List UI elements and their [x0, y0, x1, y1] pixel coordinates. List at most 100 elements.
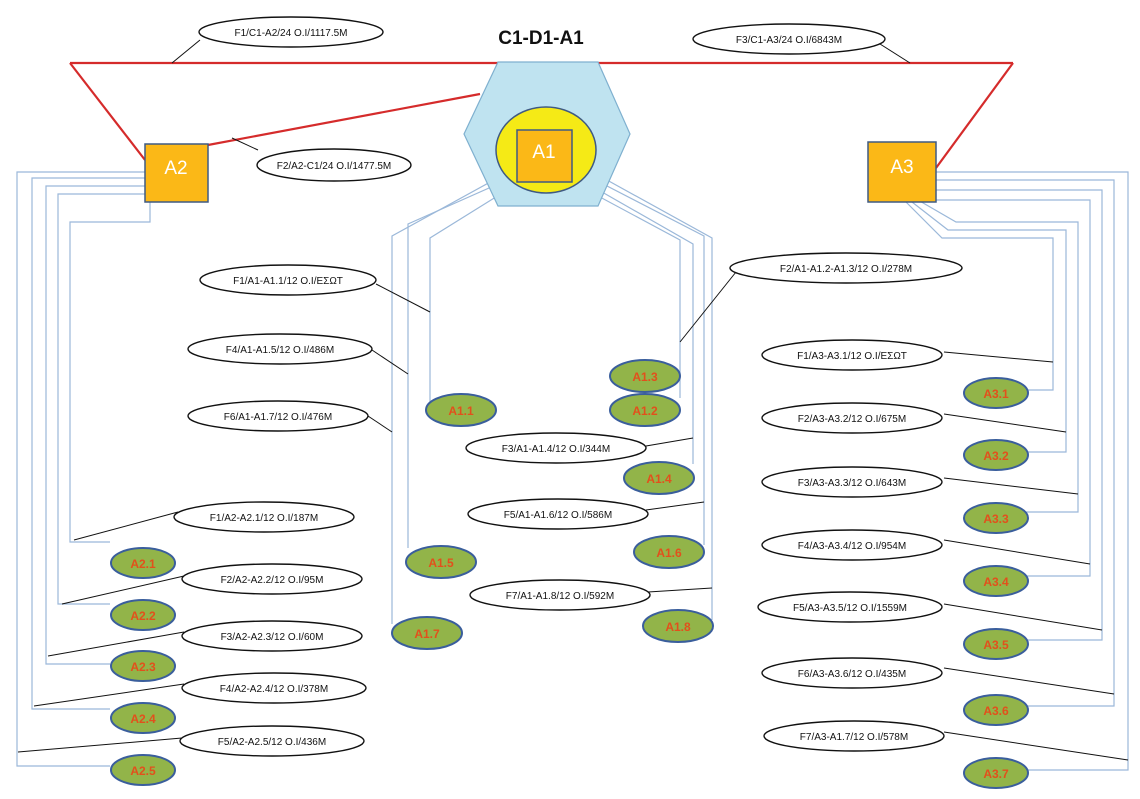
- label-bubble-a3-7: [763, 720, 945, 752]
- label-bubble-a2-2: [181, 563, 363, 595]
- node-a3-1: [963, 377, 1029, 409]
- label-bubble-a1-1: [199, 264, 377, 296]
- box-a2: [144, 143, 209, 203]
- box-a1: [516, 129, 573, 183]
- label-bubble-a1-5: [187, 333, 373, 365]
- trunk-labels: F1/C1-A2/24 O.I/1117.5M F2/A2-C1/24 O.I/…: [198, 16, 886, 182]
- node-a1-6: [633, 535, 705, 569]
- leader-a1-23: [679, 271, 737, 343]
- node-a1-4: [623, 461, 695, 495]
- label-a1-5: F4/A1-A1.5/12 O.I/486M: [226, 345, 334, 356]
- ring-right-diagonal: [935, 62, 1014, 169]
- leader-a1-5: [371, 349, 409, 375]
- cable-a1-4: [573, 175, 694, 464]
- label-a2-5: F5/A2-A2.5/12 O.I/436M: [218, 737, 326, 748]
- leader-lines: [17, 39, 1129, 761]
- node-a1-1: [425, 393, 497, 427]
- label-bubble-a1-6: [467, 498, 649, 530]
- label-a3-4: F4/A3-A3.4/12 O.I/954M: [798, 541, 906, 552]
- label-bubble-f2-a2-c1: [256, 148, 412, 182]
- node-a3-3: [963, 502, 1029, 534]
- leader-a3-3: [943, 477, 1079, 495]
- node-a1-2: [609, 393, 681, 427]
- diagram-title: C1-D1-A1: [498, 28, 584, 49]
- label-bubble-a3-4: [761, 529, 943, 561]
- node-a3-6-label: A3.6: [983, 704, 1009, 718]
- label-a1-1: F1/A1-A1.1/12 O.I/ΕΣΩΤ: [233, 276, 343, 287]
- box-a3: [867, 141, 937, 203]
- node-a1-8-label: A1.8: [665, 620, 691, 634]
- node-a3-2: [963, 439, 1029, 471]
- leader-a2-1: [73, 511, 179, 541]
- leader-a2-4: [33, 683, 185, 707]
- cable-bundles: [16, 163, 1129, 771]
- node-a1-4-label: A1.4: [646, 472, 672, 486]
- leader-a3-5: [943, 603, 1103, 631]
- cable-a1-7: [391, 169, 513, 624]
- node-a2-2: [110, 599, 176, 631]
- leader-a1-7: [367, 415, 393, 433]
- a1-nodes: A1.1 A1.3 A1.2 A1.4 A1.5 A1.6 A1.7 A1.8: [391, 359, 714, 650]
- label-a1-23: F2/A1-A1.2-A1.3/12 O.I/278M: [780, 264, 912, 275]
- ring-a2-to-hub: [207, 92, 481, 147]
- node-a3-3-label: A3.3: [983, 512, 1009, 526]
- cable-a2-3: [45, 185, 145, 665]
- label-bubble-a3-5: [757, 591, 943, 623]
- leader-f3-trunk: [879, 43, 911, 64]
- leader-f1-trunk: [171, 39, 201, 64]
- node-a2-1: [110, 547, 176, 579]
- node-a3-7-label: A3.7: [983, 767, 1009, 781]
- label-bubble-a2-5: [179, 725, 365, 757]
- node-a3-5-label: A3.5: [983, 638, 1009, 652]
- cable-a3-3: [917, 199, 1079, 513]
- ring-left-diagonal: [69, 62, 146, 161]
- label-bubble-a2-1: [173, 501, 355, 533]
- node-a1-2-label: A1.2: [632, 404, 658, 418]
- label-a1-4: F3/A1-A1.4/12 O.I/344M: [502, 444, 610, 455]
- node-a3-4-label: A3.4: [983, 575, 1009, 589]
- node-a1-8: [642, 609, 714, 643]
- label-a1-6: F5/A1-A1.6/12 O.I/586M: [504, 510, 612, 521]
- node-a2-2-label: A2.2: [130, 609, 156, 623]
- a3-nodes: A3.1 A3.2 A3.3 A3.4 A3.5 A3.6 A3.7: [963, 377, 1029, 789]
- label-a2-1: F1/A2-A2.1/12 O.I/187M: [210, 513, 318, 524]
- leader-a3-4: [943, 539, 1091, 565]
- label-bubble-f1-c1-a2: [198, 16, 384, 48]
- node-a2-3: [110, 650, 176, 682]
- a3-branch-labels: F1/A3-A3.1/12 O.I/ΕΣΩΤ F2/A3-A3.2/12 O.I…: [757, 339, 945, 752]
- leader-a2-3: [47, 631, 185, 657]
- label-a3-2: F2/A3-A3.2/12 O.I/675M: [798, 414, 906, 425]
- label-f2-a2-c1: F2/A2-C1/24 O.I/1477.5M: [277, 161, 392, 172]
- leader-a2-5: [17, 737, 183, 753]
- cable-a1-1: [429, 181, 521, 402]
- node-a2-3-label: A2.3: [130, 660, 156, 674]
- cable-a2-4: [31, 177, 145, 710]
- node-a3-1-label: A3.1: [983, 387, 1009, 401]
- node-a1-7-label: A1.7: [414, 627, 440, 641]
- cable-a3-2: [911, 201, 1067, 453]
- label-a3-3: F3/A3-A3.3/12 O.I/643M: [798, 478, 906, 489]
- label-bubble-f3-c1-a3: [692, 23, 886, 55]
- node-a1-6-label: A1.6: [656, 546, 682, 560]
- label-a3-5: F5/A3-A3.5/12 O.I/1559M: [793, 603, 907, 614]
- node-a1-5: [405, 545, 477, 579]
- leader-a1-6: [645, 501, 705, 511]
- leader-a2-2: [61, 575, 185, 605]
- label-bubble-a1-8: [469, 579, 651, 611]
- node-a1-3-label: A1.3: [632, 370, 658, 384]
- trunk-ring: [69, 61, 1014, 169]
- node-a3-6: [963, 694, 1029, 726]
- box-a2-label: A2: [164, 158, 187, 179]
- label-a3-6: F6/A3-A3.6/12 O.I/435M: [798, 669, 906, 680]
- switch-a3: A3: [867, 141, 937, 203]
- node-a3-4: [963, 565, 1029, 597]
- label-a3-7: F7/A3-A1.7/12 O.I/578M: [800, 732, 908, 743]
- label-a2-2: F2/A2-A2.2/12 O.I/95M: [221, 575, 324, 586]
- label-a1-8: F7/A1-A1.8/12 O.I/592M: [506, 591, 614, 602]
- leader-a1-4: [645, 437, 694, 447]
- box-a1-label: A1: [532, 142, 555, 163]
- label-bubble-a3-3: [761, 466, 943, 498]
- node-a3-5: [963, 628, 1029, 660]
- node-a2-1-label: A2.1: [130, 557, 156, 571]
